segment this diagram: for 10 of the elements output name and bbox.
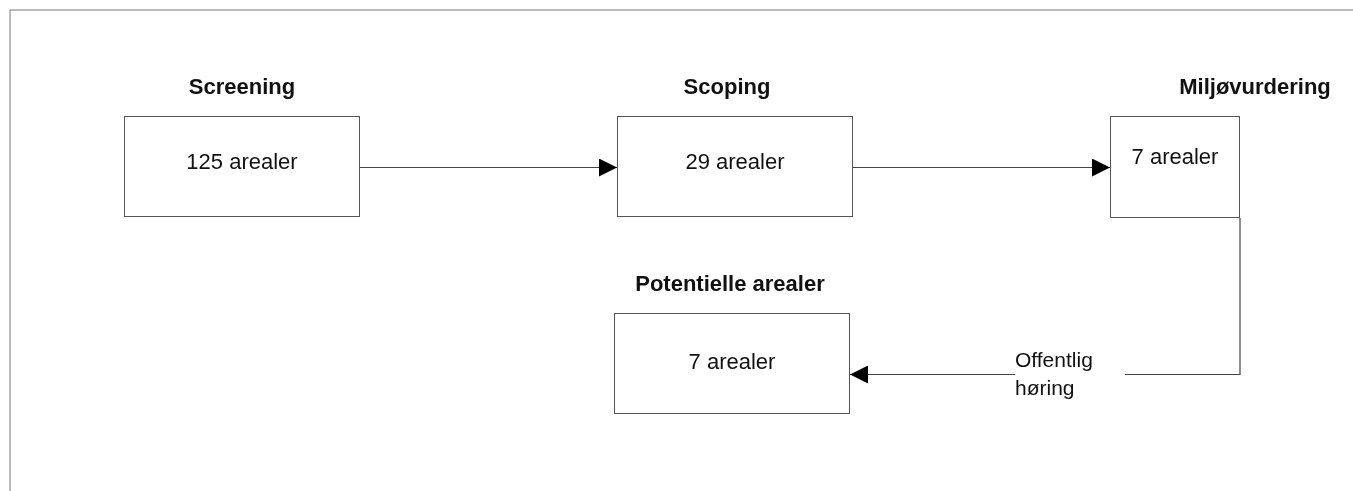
area-count: 29 arealer: [684, 149, 786, 175]
stage-heading: Screening: [188, 74, 296, 100]
arrow: [359, 158, 618, 177]
stage-heading: Scoping: [683, 74, 771, 100]
area-count: 7 arealer: [687, 349, 777, 375]
arrow: [852, 158, 1111, 177]
area-count: 125 arealer: [185, 149, 299, 175]
stage-heading: Potentielle arealer: [635, 271, 825, 297]
stage-heading: Miljøvurdering: [1179, 74, 1331, 100]
area-count: 7 arealer: [1130, 144, 1220, 170]
